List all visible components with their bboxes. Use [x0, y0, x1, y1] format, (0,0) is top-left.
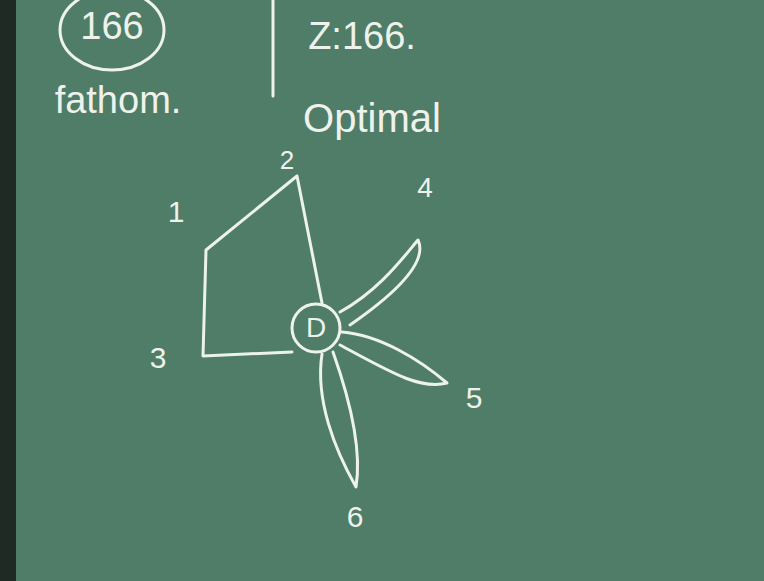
vertex-number: 1: [168, 197, 185, 227]
vertex-number: 6: [347, 502, 364, 532]
subtour-loop: [203, 176, 322, 356]
circled-mark: [60, 0, 164, 70]
vertex-number: 2: [280, 147, 294, 173]
petal-loop: [340, 332, 447, 385]
petal-loop: [321, 352, 358, 487]
note-word: fathom.: [55, 81, 182, 119]
objective-value: Z:166.: [308, 17, 416, 55]
vertex-number: 5: [466, 383, 483, 413]
circled-number: 166: [80, 7, 143, 45]
note-word: Optimal: [303, 98, 441, 138]
node-letter: D: [306, 314, 326, 342]
board-frame: [0, 0, 16, 581]
vertex-number: 4: [417, 174, 433, 202]
petal-loop: [340, 240, 420, 325]
vertex-number: 3: [150, 343, 167, 373]
divider-line: [272, 0, 275, 96]
depot-circle: D: [290, 302, 342, 354]
